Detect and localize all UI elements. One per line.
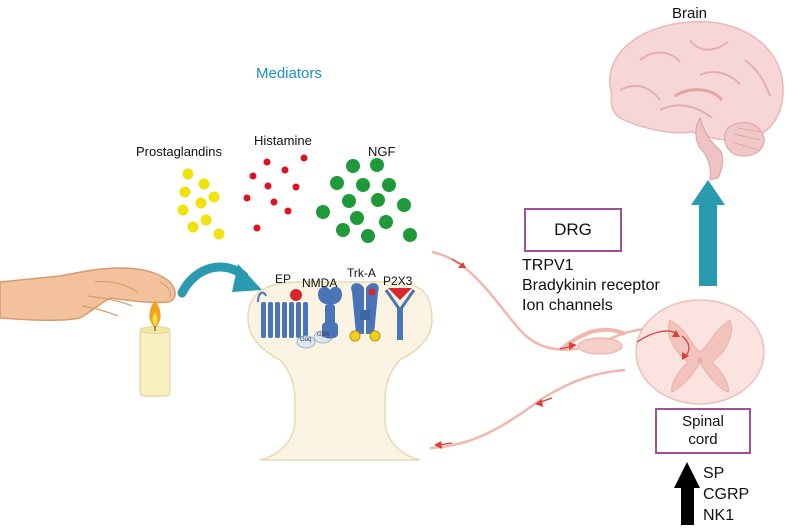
ep-receptor	[257, 289, 333, 349]
prostaglandins-label: Prostaglandins	[136, 144, 222, 159]
curved-arrow-blue	[177, 262, 262, 298]
nerve-fibers	[429, 250, 661, 450]
signal-arrows	[434, 258, 690, 449]
brain-label: Brain	[672, 5, 708, 22]
drg-label: DRG	[554, 220, 592, 239]
neuropeptide-sp: SP	[703, 465, 725, 482]
trka-receptor	[349, 283, 381, 342]
histamine-label: Histamine	[254, 133, 312, 148]
neuropeptide-nk1: NK1	[703, 507, 735, 524]
spinal-cord-label: Spinal cord	[682, 413, 724, 448]
gq-label: Gαq	[300, 337, 312, 343]
ngf-label: NGF	[368, 144, 396, 159]
drg-list-item-bradykinin: Bradykinin receptor	[522, 277, 660, 294]
drg-box: DRG	[524, 208, 622, 252]
spinal-cord-box: Spinal cord	[655, 408, 751, 454]
neuropeptide-list: SP CGRP NK1	[703, 463, 749, 526]
histamine-dots	[243, 154, 308, 232]
drg-list-item-ion-channels: Ion channels	[522, 297, 613, 314]
brain-illustration	[609, 20, 784, 181]
nmda-receptor	[318, 286, 342, 339]
trka-label: Trk-A	[347, 266, 376, 280]
hand-illustration	[0, 267, 176, 322]
candle-illustration	[139, 300, 171, 397]
neuropeptide-arrow	[674, 462, 700, 525]
mediators-title: Mediators	[256, 65, 322, 82]
ep-label: EP	[275, 272, 292, 286]
ngf-dots	[316, 158, 417, 243]
gbg-label: Gβ/γ	[317, 332, 330, 338]
drg-list: TRPV1 Bradykinin receptor Ion channels	[522, 256, 660, 316]
neuropeptide-cgrp: CGRP	[703, 486, 750, 503]
spinal-cord-section	[635, 299, 765, 405]
prostaglandin-dots	[177, 168, 225, 240]
p2x3-label: P2X3	[383, 274, 413, 288]
ascending-arrow	[691, 180, 725, 286]
nmda-label: NMDA	[302, 276, 338, 290]
drg-list-item-trpv1: TRPV1	[522, 257, 574, 274]
p2x3-receptor	[384, 288, 416, 340]
